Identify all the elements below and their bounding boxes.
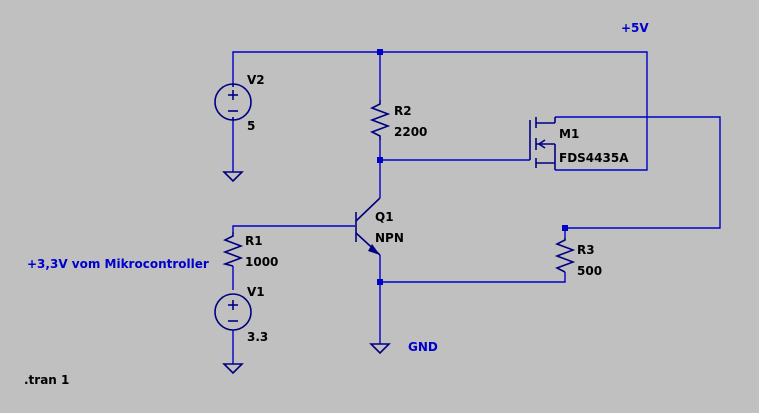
r1-value-label: 1000 xyxy=(245,255,279,269)
ground-symbol-gnd xyxy=(369,343,391,355)
m1-name-label: M1 xyxy=(559,127,580,141)
r2-value-label: 2200 xyxy=(394,125,428,139)
net-label-supply: +5V xyxy=(621,21,649,35)
wire-drain-to-r3[interactable] xyxy=(555,116,721,238)
v2-source-symbol[interactable] xyxy=(214,83,252,121)
junction-dot xyxy=(377,157,383,163)
m1-mosfet-symbol[interactable] xyxy=(529,117,556,170)
m1-value-label: FDS4435A xyxy=(559,151,629,165)
r2-resistor-symbol[interactable] xyxy=(369,100,391,140)
wire-top-rail[interactable] xyxy=(232,51,648,171)
r2-name-label: R2 xyxy=(394,104,412,118)
r3-value-label: 500 xyxy=(577,264,603,278)
junction-dot xyxy=(377,49,383,55)
r3-name-label: R3 xyxy=(577,243,595,257)
v2-value-label: 5 xyxy=(247,119,256,133)
v1-source-symbol[interactable] xyxy=(214,293,252,331)
v1-value-label: 3.3 xyxy=(247,330,269,344)
q1-transistor-symbol[interactable] xyxy=(355,197,381,256)
wire-base[interactable] xyxy=(232,225,355,232)
wires xyxy=(232,51,721,364)
q1-value-label: NPN xyxy=(375,231,404,245)
net-label-ground: GND xyxy=(408,340,438,354)
r1-name-label: R1 xyxy=(245,234,263,248)
junction-dot xyxy=(562,225,568,231)
net-label-input: +3,3V vom Mikrocontroller xyxy=(27,257,209,271)
r3-resistor-symbol[interactable] xyxy=(554,238,576,273)
r1-resistor-symbol[interactable] xyxy=(222,232,244,267)
junction-dot xyxy=(377,279,383,285)
ground-symbol-v1 xyxy=(222,363,244,375)
simulation-directive[interactable]: .tran 1 xyxy=(24,373,70,387)
v2-name-label: V2 xyxy=(247,73,265,87)
q1-name-label: Q1 xyxy=(375,210,394,224)
junctions xyxy=(377,49,568,285)
v1-name-label: V1 xyxy=(247,285,265,299)
ground-symbol-v2 xyxy=(222,171,244,183)
wire-r3-bottom[interactable] xyxy=(380,272,566,283)
